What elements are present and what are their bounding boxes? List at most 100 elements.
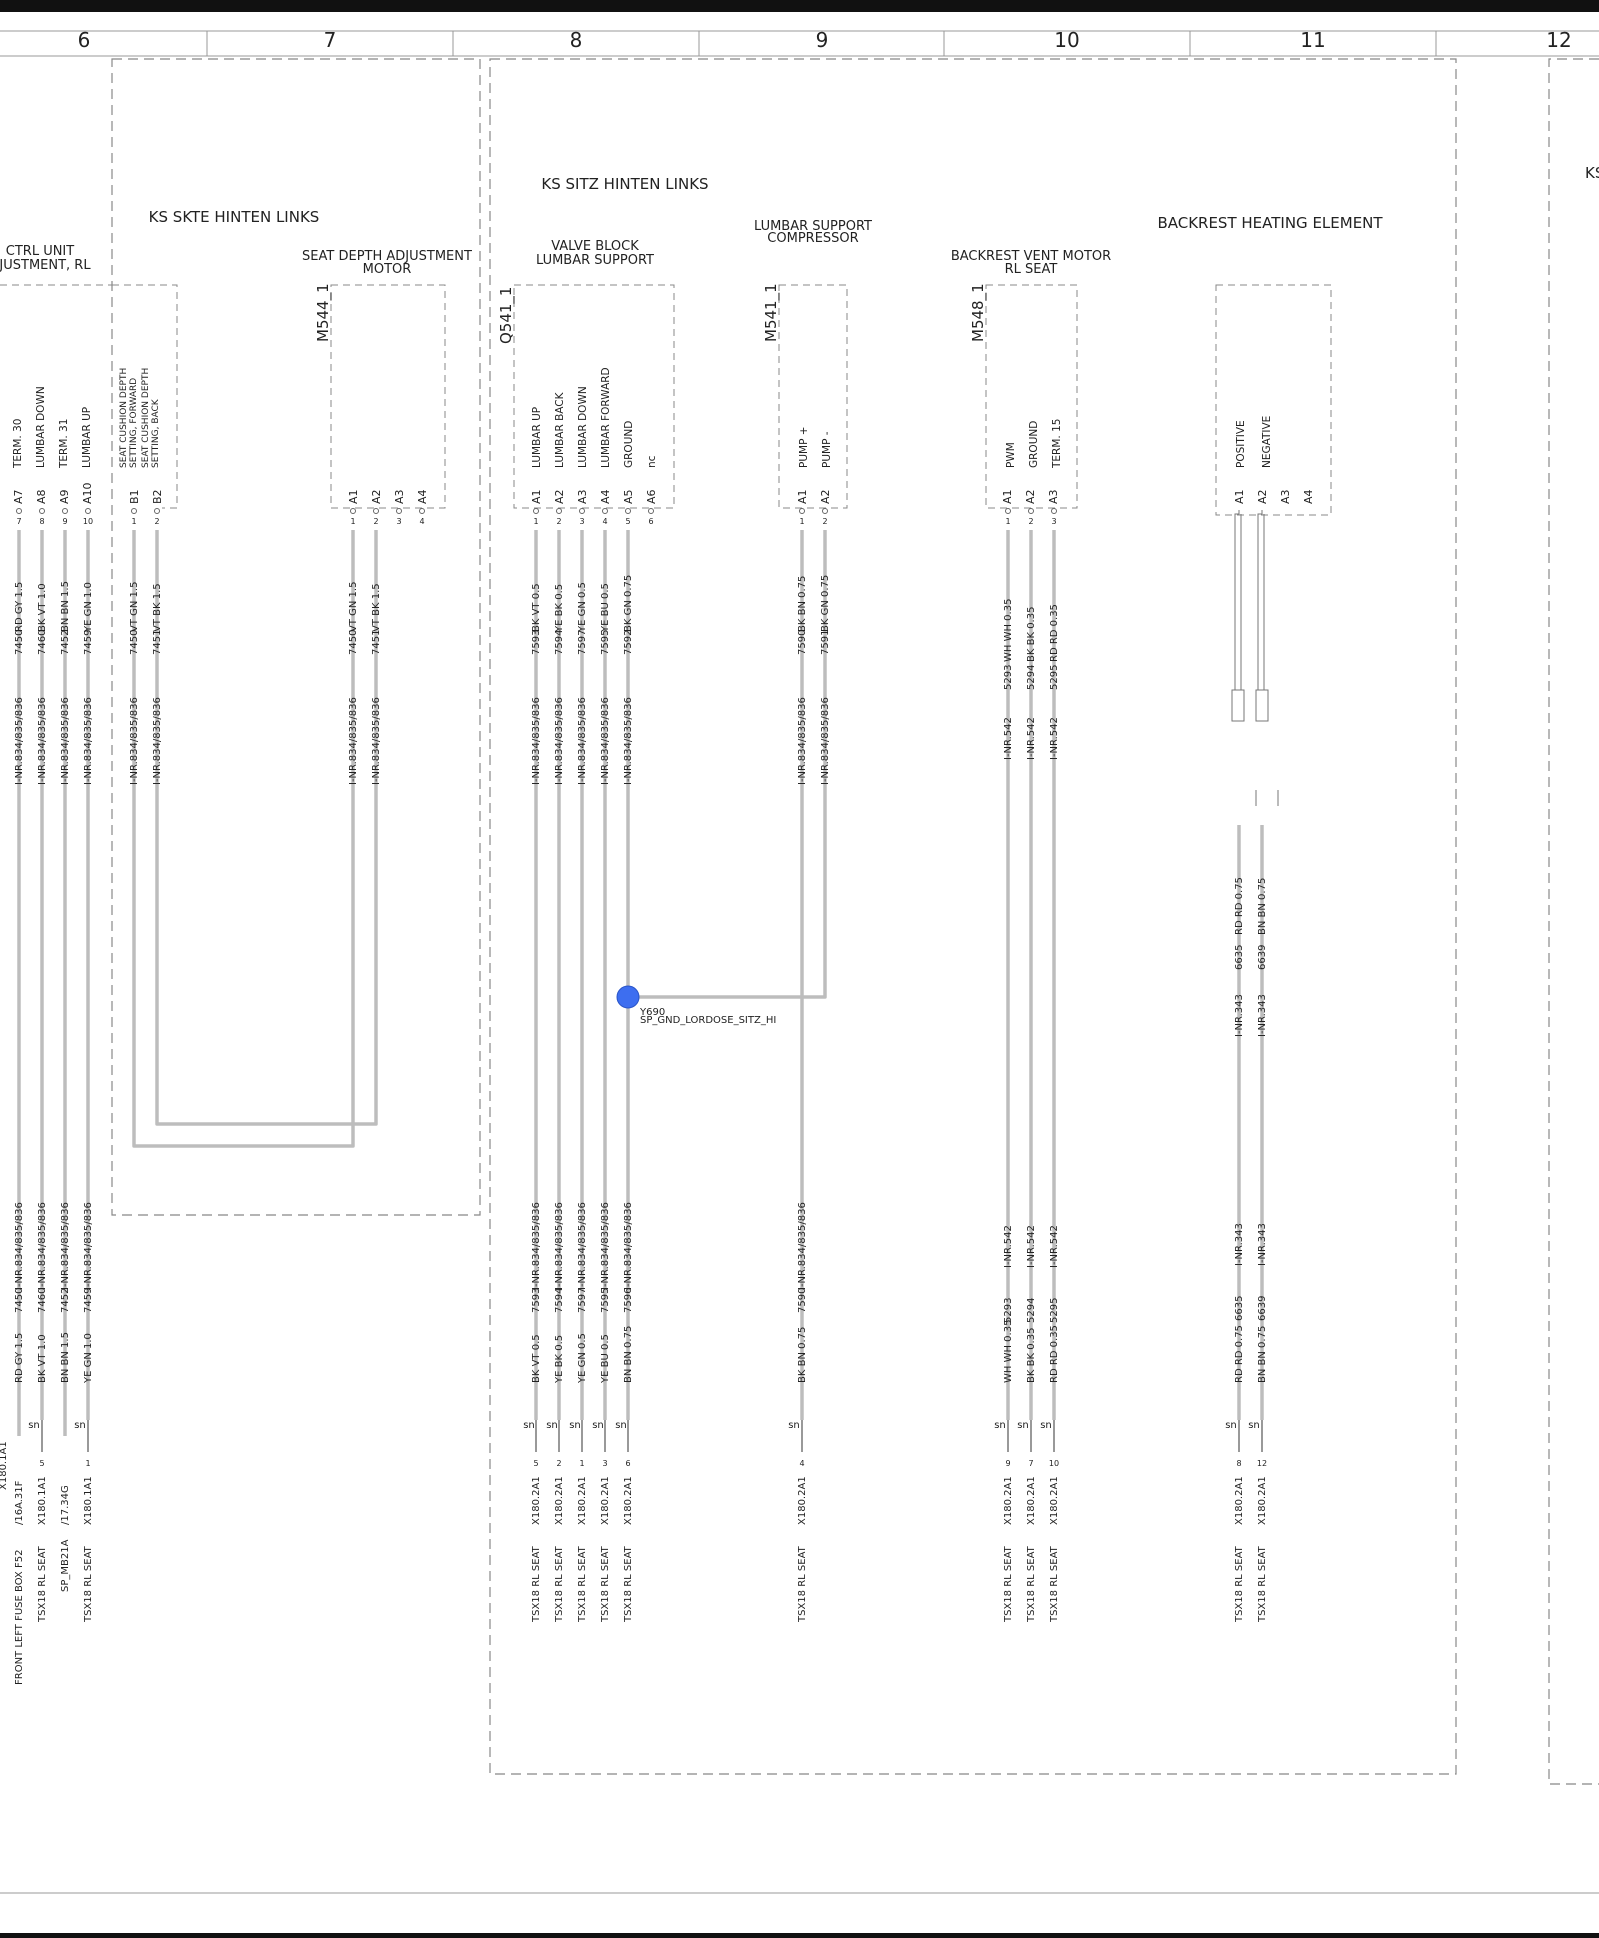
- connector-pin-number: 1: [85, 1459, 90, 1468]
- wire-color: RD RD 0.75: [1234, 877, 1245, 935]
- connector-name: TSX18 RL SEAT: [83, 1545, 94, 1623]
- wire-color: VT BK 1.5: [152, 583, 163, 632]
- pin-id: B1: [128, 489, 141, 504]
- wire-nr: I-NR.834/835/836: [577, 697, 588, 785]
- wire-color: BK VT 1.0: [37, 583, 48, 632]
- lumbar-compressor-title: LUMBAR SUPPORT: [754, 219, 872, 234]
- splice-name: SP_GND_LORDOSE_SITZ_HI: [640, 1015, 776, 1026]
- connector-pin-number: 10: [1049, 1459, 1059, 1468]
- bottom-border: [0, 1933, 1599, 1938]
- pin-label: SEAT CUSHION DEPTH: [119, 368, 129, 468]
- wire-color: BK BN 0.75: [797, 1327, 808, 1383]
- wire-nr: I-NR.542: [1003, 1225, 1014, 1268]
- wire-circuit: 7597: [577, 630, 588, 655]
- wire-nr: I-NR.834/835/836: [554, 1202, 565, 1290]
- pin-id: A8: [35, 489, 48, 504]
- wire-color: YE BK 0.5: [554, 1335, 565, 1384]
- m541-box: [778, 284, 848, 509]
- connector-pin-number: 5: [533, 1459, 538, 1468]
- wire-nr: I-NR.834/835/836: [623, 697, 634, 785]
- pin-id: A3: [1279, 489, 1292, 504]
- wire-circuit: 7460: [37, 1288, 48, 1313]
- pin-number: 2: [1028, 517, 1033, 526]
- connector-name: TSX18 RL SEAT: [1234, 1545, 1245, 1623]
- splice-node[interactable]: [616, 985, 640, 1009]
- connector-pin-number: 3: [602, 1459, 607, 1468]
- pin-id: A7: [12, 489, 25, 504]
- wire-circuit: 6639: [1257, 1296, 1268, 1321]
- backrest-heating-title: BACKREST HEATING ELEMENT: [1157, 214, 1383, 232]
- connector-pin-number: 8: [1236, 1459, 1241, 1468]
- connector-pin-number: 9: [1005, 1459, 1010, 1468]
- connector-name: TSX18 RL SEAT: [37, 1545, 48, 1623]
- pin-number: 1: [533, 517, 538, 526]
- pin-label: LUMBAR BACK: [554, 391, 566, 468]
- pin-id: A1: [1001, 489, 1014, 504]
- connector-id: X180.2A1: [600, 1476, 611, 1525]
- terminal-circles: [16, 508, 1057, 514]
- pin-number: 2: [154, 517, 159, 526]
- pin-label: POSITIVE: [1235, 420, 1247, 468]
- connector-name: SP_MB21A: [60, 1539, 71, 1592]
- connector-id: X180.2A1: [1003, 1476, 1014, 1525]
- top-border: [0, 0, 1599, 12]
- heating-leads: [1231, 510, 1279, 806]
- wire-nr: I-NR.343: [1234, 1223, 1245, 1266]
- wire-color: BK GN 0.75: [820, 575, 831, 632]
- wire-color: WH WH 0.35: [1003, 1320, 1014, 1383]
- connector-id: X180.1A1: [83, 1476, 94, 1525]
- wire-color: BN BN 1.5: [60, 1332, 71, 1383]
- wire-color: YE BK 0.5: [554, 584, 565, 633]
- pin-label: TERM. 31: [58, 419, 70, 469]
- seat-depth-motor-title: MOTOR: [363, 262, 412, 277]
- wire-nr: I-NR.343: [1234, 994, 1245, 1037]
- wire-circuit: 7451: [152, 630, 163, 655]
- valve-block-title: VALVE BLOCK: [551, 239, 639, 254]
- column-number: 8: [570, 28, 583, 52]
- column-number: 6: [78, 28, 91, 52]
- pin-number: 1: [799, 517, 804, 526]
- connector-name: TSX18 RL SEAT: [531, 1545, 542, 1623]
- column-number: 11: [1300, 28, 1325, 52]
- connector-pin-number: 4: [799, 1459, 804, 1468]
- wire-color: BN BN 0.75: [623, 1326, 634, 1383]
- wire-color: RD GY 1.5: [14, 582, 25, 632]
- wire-circuit: 7452: [60, 1288, 71, 1313]
- wire-nr: I-NR.834/835/836: [60, 1202, 71, 1290]
- wire-circuit: 7450: [129, 630, 140, 655]
- wire-nr: I-NR.834/835/836: [83, 1202, 94, 1290]
- wire-ends: [41, 1420, 1263, 1452]
- wire-nr: I-NR.834/835/836: [60, 697, 71, 785]
- shield-label: sn: [615, 1420, 627, 1431]
- pin-number: 2: [373, 517, 378, 526]
- wire-color: BK VT 0.5: [531, 583, 542, 632]
- pin-id: A2: [553, 489, 566, 504]
- wire-color: YE BU 0.5: [600, 583, 611, 633]
- pin-label: PUMP +: [798, 426, 810, 468]
- connector-name: TSX18 RL SEAT: [1026, 1545, 1037, 1623]
- pin-number: 7: [16, 517, 21, 526]
- wire-circuit: 7460: [37, 630, 48, 655]
- wire-circuit: 5293: [1003, 1298, 1014, 1323]
- connector-id: X180.1A1: [37, 1476, 48, 1525]
- group-box-ks-skte: [111, 58, 481, 1216]
- group-title-ks-cut: KS: [1585, 164, 1599, 182]
- connector-name: TSX18 RL SEAT: [1257, 1545, 1268, 1623]
- q541-box: [513, 284, 675, 509]
- wire-color: RD RD 0.35: [1049, 1325, 1060, 1383]
- pin-label: GROUND: [1028, 421, 1040, 468]
- wire-nr: I-NR.834/835/836: [37, 697, 48, 785]
- wire-color: YE BU 0.5: [600, 1334, 611, 1384]
- m541-id: M541_1: [762, 283, 781, 342]
- wire-nr: I-NR.542: [1003, 717, 1014, 760]
- shield-label: sn: [1225, 1420, 1237, 1431]
- pin-number: 3: [579, 517, 584, 526]
- pin-number: 3: [1051, 517, 1056, 526]
- wire-circuit: 7451: [371, 630, 382, 655]
- wire-circuit: 6639: [1257, 945, 1268, 970]
- connector-pin-number: 1: [579, 1459, 584, 1468]
- wire-nr: I-NR.542: [1026, 1225, 1037, 1268]
- pin-label: SEAT CUSHION DEPTH: [141, 368, 151, 468]
- pin-label: GROUND: [623, 421, 635, 468]
